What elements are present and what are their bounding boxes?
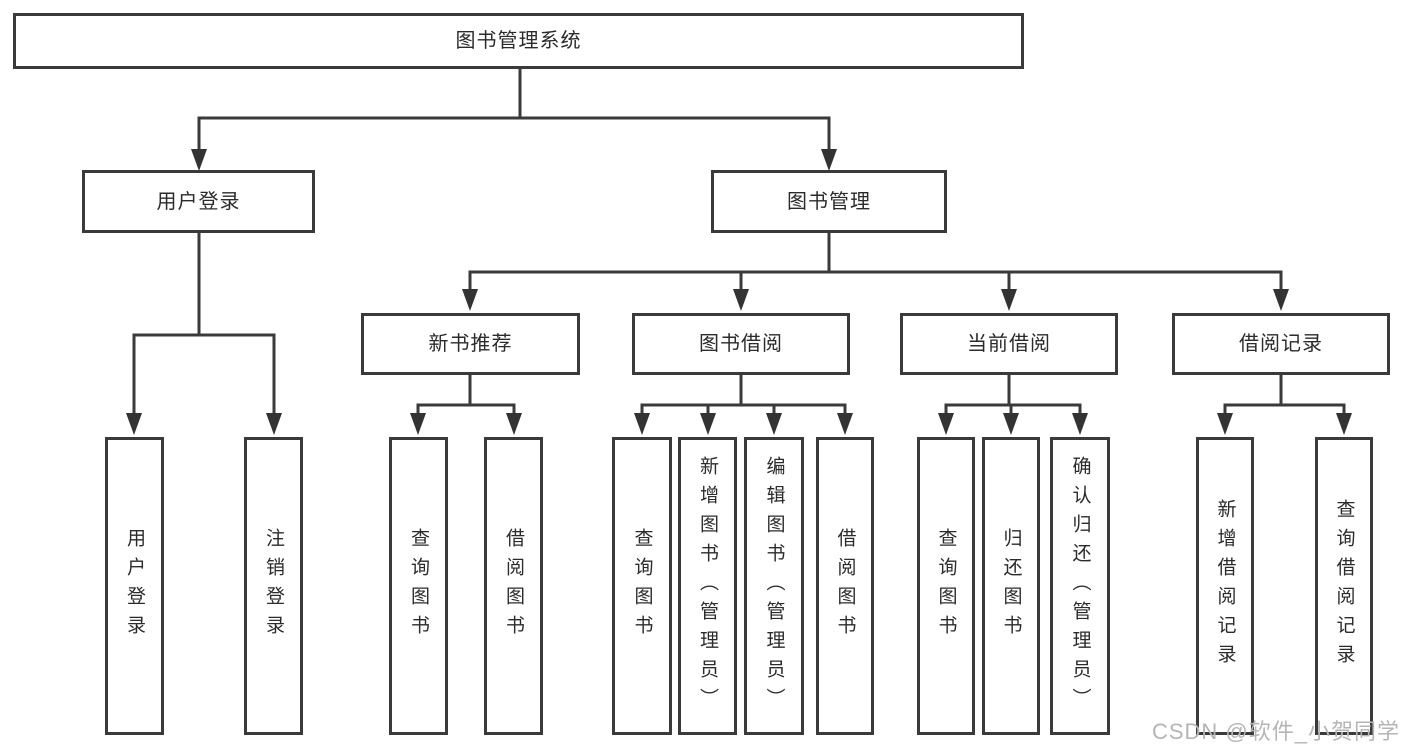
csdn-watermark: CSDN @软件_小贺同学 — [1151, 719, 1400, 744]
leaf-edit-book-label: 编辑图书（管理员） — [763, 455, 785, 717]
leaf-query-book-3-label: 查询图书 — [935, 528, 957, 644]
leaf-query-record: 查询借阅记录 — [1315, 437, 1373, 735]
node-current-borrow: 当前借阅 — [900, 313, 1118, 375]
node-new-book-rec: 新书推荐 — [361, 313, 580, 375]
arrowheads — [126, 149, 1352, 435]
leaf-edit-book: 编辑图书（管理员） — [744, 437, 804, 735]
leaf-query-book-2: 查询图书 — [612, 437, 672, 735]
leaf-add-book-label: 新增图书（管理员） — [697, 455, 718, 717]
node-new-book-rec-label: 新书推荐 — [428, 333, 513, 355]
leaf-return-book: 归还图书 — [982, 437, 1040, 735]
leaf-borrow-book-1: 借阅图书 — [484, 437, 543, 735]
leaf-return-book-label: 归还图书 — [1000, 528, 1022, 644]
leaf-query-record-label: 查询借阅记录 — [1333, 499, 1355, 673]
leaf-confirm-return-label: 确认归还（管理员） — [1069, 455, 1091, 717]
node-root: 图书管理系统 — [13, 13, 1024, 69]
node-book-mgmt-label: 图书管理 — [787, 190, 871, 213]
leaf-add-record: 新增借阅记录 — [1196, 437, 1254, 735]
node-book-mgmt: 图书管理 — [711, 170, 947, 233]
leaf-borrow-book-2-label: 借阅图书 — [834, 528, 856, 644]
leaf-query-book-3: 查询图书 — [917, 437, 975, 735]
node-book-borrow-label: 图书借阅 — [699, 333, 783, 355]
leaf-query-book-2-label: 查询图书 — [631, 528, 653, 644]
leaf-add-book: 新增图书（管理员） — [678, 437, 737, 735]
leaf-logout-label: 注销登录 — [263, 528, 284, 644]
node-root-label: 图书管理系统 — [455, 30, 582, 52]
leaf-logout: 注销登录 — [244, 437, 303, 735]
node-user-login: 用户登录 — [82, 170, 315, 233]
node-user-login-label: 用户登录 — [156, 190, 241, 213]
leaf-borrow-book-2: 借阅图书 — [816, 437, 874, 735]
leaf-query-book-1-label: 查询图书 — [408, 528, 429, 644]
leaf-add-record-label: 新增借阅记录 — [1214, 499, 1236, 673]
leaf-user-login: 用户登录 — [105, 437, 164, 735]
leaf-user-login-label: 用户登录 — [124, 528, 145, 644]
node-current-borrow-label: 当前借阅 — [967, 333, 1051, 355]
node-book-borrow: 图书借阅 — [632, 313, 850, 375]
leaf-confirm-return: 确认归还（管理员） — [1050, 437, 1110, 735]
node-borrow-record-label: 借阅记录 — [1239, 333, 1323, 355]
leaf-query-book-1: 查询图书 — [389, 437, 448, 735]
node-borrow-record: 借阅记录 — [1172, 313, 1390, 375]
leaf-borrow-book-1-label: 借阅图书 — [503, 528, 524, 644]
